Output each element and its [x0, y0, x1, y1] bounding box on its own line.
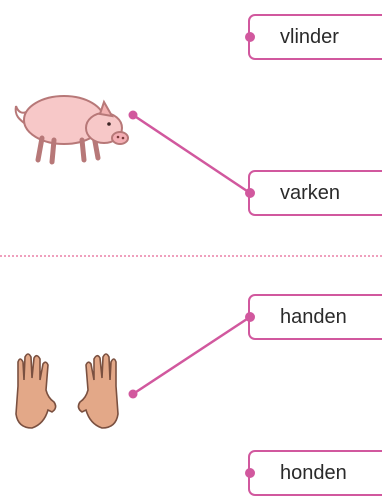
connector-dot-hands[interactable] [128, 389, 138, 399]
word-card-varken[interactable]: varken [245, 170, 382, 216]
connection-line-hands-handen [132, 315, 251, 396]
pig-icon[interactable] [8, 76, 138, 166]
word-card-vlinder[interactable]: vlinder [245, 14, 382, 60]
connector-dot[interactable] [245, 468, 255, 478]
section-divider [0, 255, 382, 257]
word-label: honden [280, 461, 347, 484]
connector-dot-pig[interactable] [128, 110, 138, 120]
connector-dot[interactable] [245, 32, 255, 42]
word-card-handen[interactable]: handen [245, 294, 382, 340]
word-label: varken [280, 181, 341, 204]
hands-icon[interactable] [8, 350, 126, 434]
word-label: vlinder [280, 25, 339, 48]
word-card-honden[interactable]: honden [245, 450, 382, 496]
connection-line-pig-varken [132, 113, 251, 195]
word-label: handen [280, 305, 347, 328]
